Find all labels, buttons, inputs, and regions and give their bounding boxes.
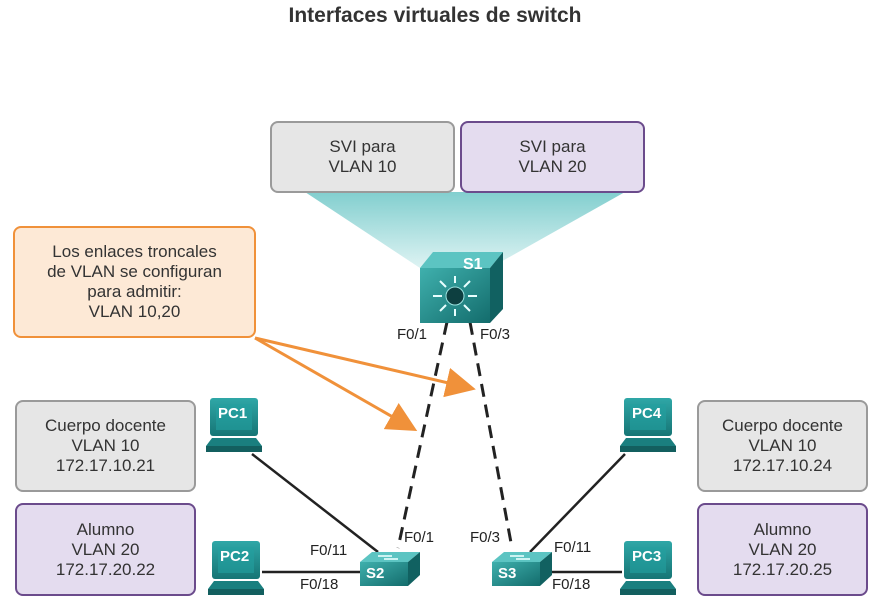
trunk-callout-line3: para admitir: <box>87 282 182 301</box>
switch-s3-label: S3 <box>498 565 517 582</box>
host-ip: 172.17.10.21 <box>55 456 156 475</box>
host-vlan: VLAN 10 <box>748 436 817 455</box>
switch-s2-icon[interactable] <box>360 552 420 586</box>
trunk-link-s1-s3 <box>468 321 514 549</box>
host-vlan: VLAN 10 <box>71 436 140 455</box>
host-ip: 172.17.10.24 <box>732 456 833 475</box>
port-label-s3-f011: F0/11 <box>554 539 592 556</box>
host-role: Alumno <box>76 519 135 539</box>
host-role: Cuerpo docente <box>722 416 843 435</box>
pc1-label: PC1 <box>218 405 248 422</box>
host-ip: 172.17.20.22 <box>55 559 156 579</box>
host-vlan: VLAN 20 <box>71 539 140 559</box>
svi-vlan20-line2: VLAN 20 <box>518 157 587 176</box>
svi-vlan10-line2: VLAN 10 <box>328 157 397 176</box>
pc3-icon[interactable] <box>620 541 676 595</box>
host-box-right-student: Alumno VLAN 20 172.17.20.25 <box>697 503 868 596</box>
pc2-icon[interactable] <box>208 541 264 595</box>
port-label-s2-f018: F0/18 <box>300 576 339 593</box>
port-label-s2-f01: F0/1 <box>404 529 435 546</box>
diagram-title: Interfaces virtuales de switch <box>288 4 582 27</box>
switch-s3-icon[interactable] <box>492 552 552 586</box>
port-label-s3-f018: F0/18 <box>552 576 591 593</box>
trunk-callout-line1: Los enlaces troncales <box>52 242 217 261</box>
multilayer-switch-s1-icon[interactable] <box>420 252 503 323</box>
link-pc4-s3 <box>529 453 626 553</box>
svi-vlan10-line1: SVI para <box>329 137 396 156</box>
pc1-icon[interactable] <box>206 398 262 452</box>
svi-vlan20-box: SVI para VLAN 20 <box>460 121 645 193</box>
svi-vlan20-line1: SVI para <box>519 137 586 156</box>
pc3-label: PC3 <box>632 548 662 565</box>
host-vlan: VLAN 20 <box>748 539 817 559</box>
pc2-label: PC2 <box>220 548 250 565</box>
host-role: Cuerpo docente <box>45 416 166 435</box>
pc4-icon[interactable] <box>620 398 676 452</box>
host-box-right-faculty: Cuerpo docente VLAN 10 172.17.10.24 <box>697 400 868 492</box>
trunk-callout-line2: de VLAN se configuran <box>47 262 222 281</box>
switch-s2-label: S2 <box>366 565 385 582</box>
callout-arrow-to-s1-s2 <box>254 336 418 431</box>
switch-s1-label: S1 <box>463 256 483 273</box>
trunk-callout: Los enlaces troncales de VLAN se configu… <box>13 226 256 338</box>
trunk-callout-line4: VLAN 10,20 <box>88 302 181 321</box>
host-box-left-student: Alumno VLAN 20 172.17.20.22 <box>15 503 196 596</box>
port-label-s1-f01: F0/1 <box>397 326 428 343</box>
host-box-left-faculty: Cuerpo docente VLAN 10 172.17.10.21 <box>15 400 196 492</box>
host-ip: 172.17.20.25 <box>732 559 833 579</box>
svi-vlan10-box: SVI para VLAN 10 <box>270 121 455 193</box>
link-pc1-s2 <box>251 453 379 553</box>
port-label-s2-f011: F0/11 <box>310 542 348 559</box>
host-role: Alumno <box>753 519 812 539</box>
trunk-link-s1-s2 <box>396 321 449 549</box>
port-label-s3-f03: F0/3 <box>470 529 501 546</box>
callout-arrow-to-s1-s3 <box>254 336 476 398</box>
svi-projection-beam <box>305 192 625 268</box>
port-label-s1-f03: F0/3 <box>480 326 511 343</box>
pc4-label: PC4 <box>632 405 662 422</box>
